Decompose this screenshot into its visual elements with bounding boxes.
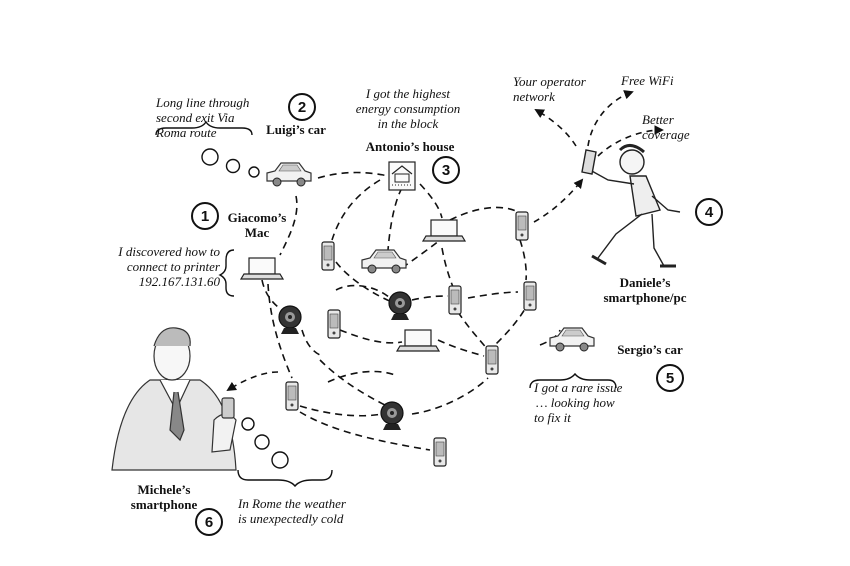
node-number-2: 2 (297, 99, 307, 116)
caption-line: is unexpectedly cold (238, 511, 344, 526)
smartphone-icon (433, 437, 447, 467)
node-name-line: Daniele’s (619, 275, 671, 290)
node-name-luigi: Luigi’s car (266, 122, 326, 137)
caption-line: I got a rare issue (534, 380, 623, 395)
laptop-icon (422, 219, 466, 242)
person-michele-figure (111, 327, 237, 471)
laptop-icon (240, 257, 284, 280)
car-icon (266, 162, 312, 187)
caption-line: In Rome the weather (238, 496, 346, 511)
smartphone-icon (448, 285, 462, 315)
caption-line: network (513, 89, 555, 104)
node-name-sergio: Sergio’s car (617, 342, 683, 357)
smartphone-icon (321, 241, 335, 271)
braces (155, 120, 617, 488)
house-icon (388, 161, 416, 191)
node-name-michele: Michele’s smartphone (118, 482, 210, 512)
car-icon (361, 249, 407, 274)
smartphone-icon (485, 345, 499, 375)
smartphone-icon (515, 211, 529, 241)
smartphone-icon (523, 281, 537, 311)
caption-line: to fix it (534, 410, 571, 425)
caption-line: Your operator (513, 74, 586, 89)
caption-michele: In Rome the weather is unexpectedly cold (238, 496, 346, 526)
node-name-antonio: Antonio’s house (365, 139, 455, 154)
caption-giacomo: I discovered how to connect to printer 1… (108, 244, 220, 289)
dashed-links (261, 171, 561, 451)
laptop-icon (396, 329, 440, 352)
caption-luigi: Long line through second exit Via Roma r… (156, 95, 249, 140)
option-better-coverage: Better coverage (642, 112, 690, 142)
node-name-daniele: Daniele’s smartphone/pc (590, 275, 700, 305)
number-circles (191, 93, 723, 536)
caption-line: Long line through (156, 95, 250, 110)
node-name-line: Mac (244, 225, 270, 240)
webcam-icon (278, 305, 302, 335)
node-number-4: 4 (704, 204, 714, 221)
caption-line: second exit Via (156, 110, 235, 125)
webcam-icon (388, 291, 412, 321)
car-icon (549, 327, 595, 352)
node-name-line: smartphone (130, 497, 198, 512)
caption-line: coverage (642, 127, 690, 142)
node-number-3: 3 (441, 162, 451, 179)
caption-line: 192.167.131.60 (138, 274, 220, 289)
node-name-line: Giacomo’s (227, 210, 287, 225)
caption-line: I got the highest (365, 86, 451, 101)
caption-line: Better (642, 112, 674, 127)
caption-line: connect to printer (126, 259, 220, 274)
node-number-1: 1 (200, 208, 210, 225)
caption-line: in the block (377, 116, 439, 131)
node-name-line: Michele’s (137, 482, 191, 497)
caption-line: … looking how (536, 395, 615, 410)
node-name-line: smartphone/pc (603, 290, 687, 305)
thought-bubbles (201, 148, 289, 469)
person-daniele-figure (581, 144, 681, 268)
webcam-icon (380, 401, 404, 431)
arrow-links (226, 90, 664, 392)
option-free-wifi: Free WiFi (621, 73, 674, 88)
node-name-giacomo: Giacomo’s Mac (222, 210, 292, 240)
caption-sergio: I got a rare issue … looking how to fix … (534, 380, 622, 425)
smartphone-icon (327, 309, 341, 339)
caption-line: Roma route (156, 125, 217, 140)
node-number-6: 6 (204, 514, 214, 531)
caption-line: energy consumption (355, 101, 461, 116)
smartphone-icon (285, 381, 299, 411)
caption-line: I discovered how to (118, 244, 220, 259)
node-number-5: 5 (665, 370, 675, 387)
option-operator-network: Your operator network (513, 74, 586, 104)
caption-antonio: I got the highest energy consumption in … (352, 86, 464, 131)
